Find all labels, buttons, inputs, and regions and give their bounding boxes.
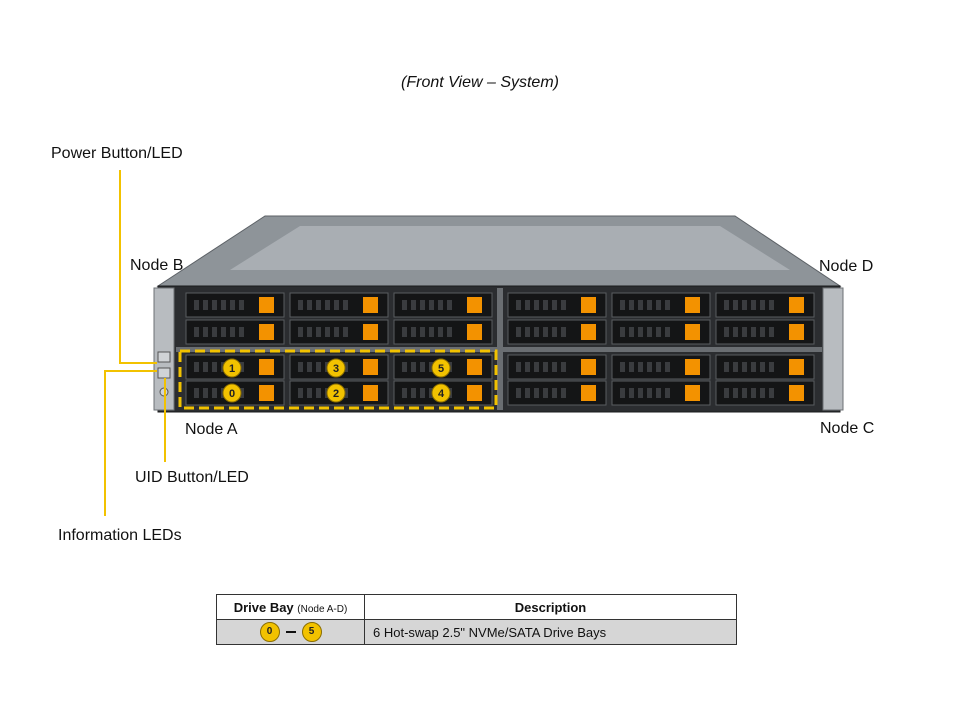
- power-callout-line: [119, 362, 157, 364]
- drive-release-tab: [581, 297, 596, 313]
- drive-bay: [611, 354, 711, 380]
- info-callout-line: [104, 370, 106, 516]
- drive-bay-number: 1: [229, 363, 235, 375]
- drive-bay: [715, 380, 815, 406]
- drive-bay: [289, 319, 389, 345]
- drive-release-tab: [259, 385, 274, 401]
- figure-title: (Front View – System): [401, 74, 559, 91]
- label-node-a: Node A: [185, 421, 238, 438]
- drive-bay-number: 3: [333, 363, 339, 375]
- drive-release-tab: [581, 324, 596, 340]
- drive-release-tab: [467, 359, 482, 375]
- drive-release-tab: [685, 359, 700, 375]
- drive-bay: [715, 292, 815, 318]
- drive-release-tab: [789, 359, 804, 375]
- drive-bay-number: 5: [438, 363, 444, 375]
- drive-bay: [507, 354, 607, 380]
- label-node-b: Node B: [130, 257, 184, 274]
- drive-release-tab: [363, 297, 378, 313]
- chassis-top-highlight: [230, 226, 790, 270]
- power-callout-line: [119, 170, 121, 364]
- bay-number-badge: 5: [301, 622, 322, 642]
- drive-release-tab: [363, 385, 378, 401]
- legend-description: 6 Hot-swap 2.5" NVMe/SATA Drive Bays: [364, 619, 737, 645]
- right-ear: [822, 287, 844, 411]
- label-node-c: Node C: [820, 420, 875, 437]
- drive-release-tab: [685, 324, 700, 340]
- drive-bay: [507, 292, 607, 318]
- label-uid-button: UID Button/LED: [135, 469, 249, 486]
- drive-release-tab: [363, 359, 378, 375]
- drive-release-tab: [467, 385, 482, 401]
- drive-release-tab: [467, 324, 482, 340]
- info-callout-line: [104, 370, 157, 372]
- node-divider-horizontal: [176, 347, 822, 352]
- drive-release-tab: [789, 385, 804, 401]
- drive-bay: [289, 292, 389, 318]
- uid-button: [157, 367, 171, 379]
- drive-release-tab: [259, 359, 274, 375]
- drive-bay-number-badge: [326, 358, 346, 378]
- drive-bay-number: 0: [229, 388, 235, 400]
- legend-header-bay-text: Drive Bay: [233, 599, 294, 615]
- drive-release-tab: [259, 324, 274, 340]
- drive-bay: [611, 319, 711, 345]
- legend-header-row: Drive Bay (Node A-D) Description: [216, 594, 737, 620]
- bay-number-badge: 0: [259, 622, 280, 642]
- drive-release-tab: [259, 297, 274, 313]
- power-button: [157, 351, 171, 363]
- drive-bay: [185, 292, 285, 318]
- drive-release-tab: [581, 385, 596, 401]
- legend-header-description: Description: [364, 594, 737, 620]
- drive-bay: [715, 319, 815, 345]
- drive-bay: [185, 319, 285, 345]
- range-dash: [285, 631, 296, 633]
- legend-header-bay: Drive Bay (Node A-D): [216, 594, 365, 620]
- drive-bay-number: 2: [333, 388, 339, 400]
- drive-bay-number-badge: [431, 358, 451, 378]
- drive-bay-number-badge: [326, 383, 346, 403]
- label-power-button: Power Button/LED: [51, 145, 183, 162]
- drive-bay: [393, 292, 493, 318]
- drive-bay: [715, 354, 815, 380]
- drive-release-tab: [685, 385, 700, 401]
- drive-bays: [185, 292, 815, 406]
- drive-release-tab: [581, 359, 596, 375]
- drive-bay-number-badge: [431, 383, 451, 403]
- uid-callout-line: [164, 378, 166, 462]
- drive-bay: [611, 292, 711, 318]
- drive-bay-number: 4: [438, 388, 445, 400]
- legend-header-bay-note: (Node A-D): [297, 603, 348, 615]
- drive-bay: [611, 380, 711, 406]
- drive-release-tab: [685, 297, 700, 313]
- drive-bay-number-badge: [222, 383, 242, 403]
- node-a-highlight: [178, 349, 498, 410]
- label-node-d: Node D: [819, 258, 874, 275]
- callout-lines: [104, 170, 166, 516]
- drive-bay: [507, 319, 607, 345]
- label-information-leds: Information LEDs: [58, 527, 182, 544]
- drive-bay-number-badge: [222, 358, 242, 378]
- drive-bay: [393, 319, 493, 345]
- drive-release-tab: [467, 297, 482, 313]
- drive-release-tab: [789, 297, 804, 313]
- drive-bay-numbers: 1 3 5 0 2 4: [222, 358, 451, 403]
- drive-release-tab: [363, 324, 378, 340]
- drive-release-tab: [789, 324, 804, 340]
- drive-bay: [507, 380, 607, 406]
